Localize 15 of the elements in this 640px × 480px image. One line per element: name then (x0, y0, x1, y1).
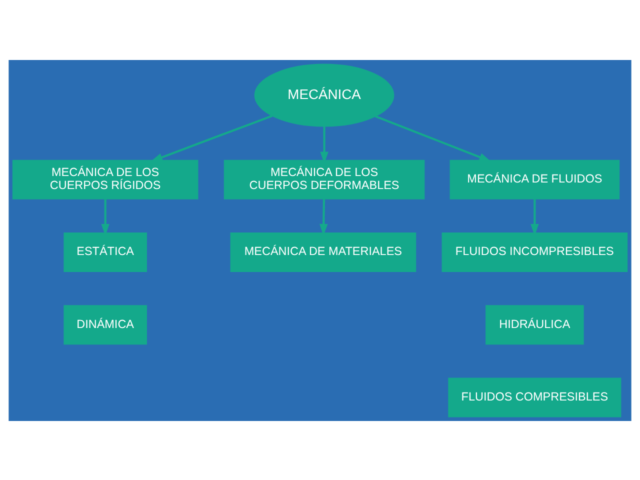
node-box: HIDRÁULICA (486, 304, 584, 344)
node-box: MECÁNICA DE FLUIDOS (450, 159, 620, 199)
node-box: ESTÁTICA (64, 232, 147, 272)
arrow (101, 198, 110, 236)
node-ellipse: MECÁNICA (254, 63, 394, 126)
node-box: MECÁNICA DE MATERIALES (230, 232, 416, 272)
arrow (530, 198, 539, 236)
arrow (320, 198, 328, 236)
node-box: MECÁNICA DE LOS CUERPOS RÍGIDOS (12, 159, 198, 199)
node-box: FLUIDOS COMPRESIBLES (448, 377, 622, 417)
arrow (150, 114, 272, 162)
arrow (375, 114, 491, 161)
node-box: MECÁNICA DE LOS CUERPOS DEFORMABLES (224, 159, 425, 199)
node-box: FLUIDOS INCOMPRESIBLES (442, 232, 628, 272)
node-box: DINÁMICA (64, 304, 147, 344)
